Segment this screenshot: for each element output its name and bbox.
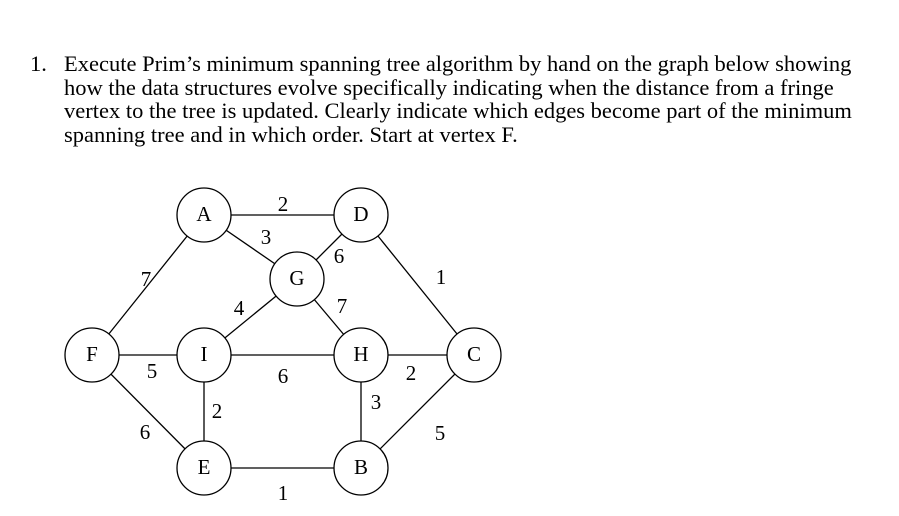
node-label: H	[353, 342, 368, 366]
edge-weight-f-i: 5	[147, 359, 158, 383]
question-line: how the data structures evolve specifica…	[64, 74, 834, 100]
edge-weight-i-h: 6	[278, 364, 289, 388]
edge-weight-h-c: 2	[406, 361, 417, 385]
node-circle	[333, 327, 389, 383]
node-a: A	[176, 187, 232, 243]
node-label: E	[198, 455, 211, 479]
question-line: vertex to the tree is updated. Clearly i…	[64, 98, 852, 123]
node-label: A	[196, 202, 212, 226]
node-label: F	[86, 342, 98, 366]
edge-a-f	[91, 214, 205, 356]
nodes-layer: A D G F I H C E B	[64, 187, 502, 496]
node-circle	[269, 251, 325, 307]
node-d: D	[333, 187, 389, 243]
edge-weight-g-i: 4	[234, 296, 245, 320]
edge-weight-c-b: 5	[435, 421, 446, 445]
node-c: C	[446, 327, 502, 383]
edge-weight-a-d: 2	[278, 192, 289, 216]
node-label: D	[353, 202, 368, 226]
node-circle	[64, 327, 120, 383]
edge-weight-i-e: 2	[212, 399, 223, 423]
edge-weight-h-b: 3	[371, 390, 382, 414]
edge-weight-f-e: 6	[140, 420, 151, 444]
edge-weight-g-h: 7	[337, 294, 348, 318]
node-circle	[176, 327, 232, 383]
node-h: H	[333, 327, 389, 383]
edge-weight-e-b: 1	[278, 481, 289, 505]
node-b: B	[333, 440, 389, 496]
node-circle	[446, 327, 502, 383]
node-e: E	[176, 440, 232, 496]
edge-d-c	[360, 214, 475, 356]
node-circle	[176, 187, 232, 243]
question-text: Execute Prim’s minimum spanning tree alg…	[64, 52, 894, 146]
node-label: B	[354, 455, 368, 479]
edge-weight-d-g: 6	[334, 244, 345, 268]
node-g: G	[269, 251, 325, 307]
node-label: C	[467, 342, 481, 366]
node-i: I	[176, 327, 232, 383]
node-circle	[176, 440, 232, 496]
node-circle	[333, 187, 389, 243]
edge-weight-a-g: 3	[261, 225, 272, 249]
edge-weight-d-c: 1	[436, 265, 447, 289]
edge-weight-a-f: 7	[141, 267, 152, 291]
node-circle	[333, 440, 389, 496]
question-number: 1.	[30, 51, 47, 76]
node-label: G	[289, 266, 304, 290]
question-line: spanning tree and in which order. Start …	[64, 121, 518, 147]
node-f: F	[64, 327, 120, 383]
question-line: Execute Prim’s minimum spanning tree alg…	[64, 51, 852, 76]
node-label: I	[201, 342, 208, 366]
